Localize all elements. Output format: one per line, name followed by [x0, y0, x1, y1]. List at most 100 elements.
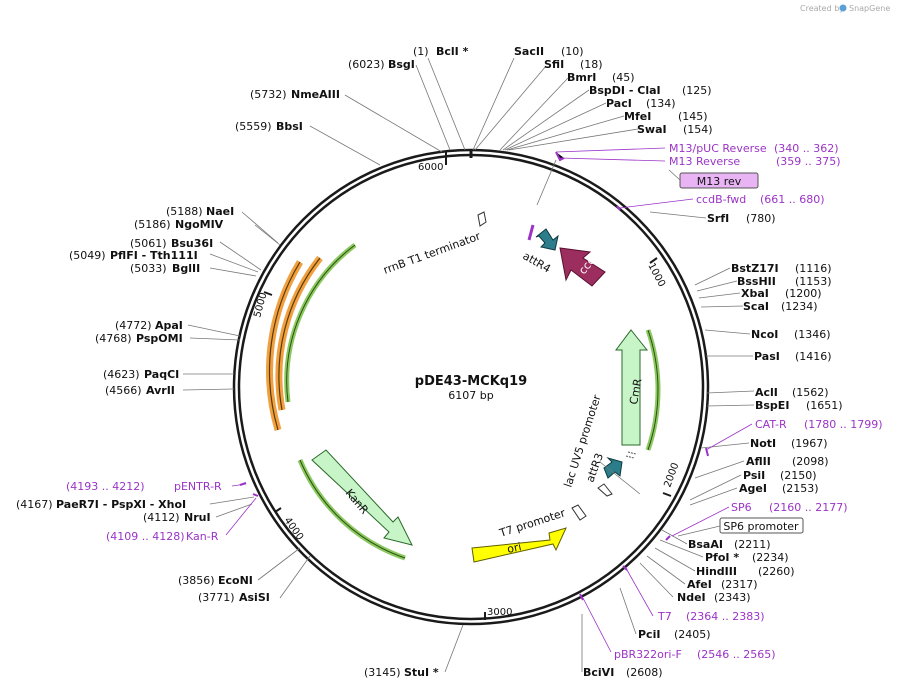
enzyme-name: NaeI: [206, 205, 234, 218]
enzyme-pos: (5188): [166, 205, 203, 218]
enzyme-name: BspDI - ClaI: [589, 84, 661, 97]
sp6-promoter-box: [719, 517, 804, 534]
enzyme-name: BmrI: [567, 71, 596, 84]
enzyme-pos: (18): [580, 58, 603, 71]
enzyme-name: XbaI: [741, 287, 769, 300]
leader-lines: [182, 57, 755, 673]
plasmid-name: pDE43-MCKq19: [415, 374, 527, 389]
enzyme-name: PsiI: [743, 469, 765, 482]
enzyme-pos: (780): [746, 212, 776, 225]
primer-range: (340 .. 362): [774, 142, 839, 155]
enzyme-name: BciVI: [583, 666, 614, 679]
enzyme-name: SfiI: [544, 58, 564, 71]
enzyme-pos: (145): [678, 110, 708, 123]
enzyme-name: MfeI: [624, 110, 651, 123]
enzyme-pos: (1): [413, 45, 429, 58]
enzyme-labels-right: SacII (10) SfiI (18) BmrI (45) BspDI - C…: [514, 45, 843, 679]
CmR-feature: [615, 329, 649, 446]
attR3-label: attR3: [584, 451, 606, 484]
primer-name: SP6: [731, 501, 752, 514]
primer-labels: M13/pUC Reverse (340 .. 362) M13 Reverse…: [66, 142, 883, 661]
enzyme-pos: (5559): [235, 120, 272, 133]
primer-range: (359 .. 375): [776, 155, 841, 168]
enzyme-pos: (4623): [103, 368, 140, 381]
enzyme-name: SwaI: [637, 123, 667, 136]
enzyme-pos: (1200): [785, 287, 822, 300]
primer-range: (661 .. 680): [760, 193, 825, 206]
enzyme-pos: (5049): [69, 249, 106, 262]
enzyme-name: Bsu36I: [171, 237, 213, 250]
enzyme-name: ApaI: [155, 319, 183, 332]
enzyme-name: BssHII: [737, 275, 776, 288]
enzyme-name: PciI: [638, 628, 660, 641]
enzyme-name: AflII: [746, 455, 771, 468]
enzyme-name: SrfI: [707, 212, 729, 225]
enzyme-pos: (3771): [198, 591, 235, 604]
enzyme-name: BsgI: [388, 58, 415, 71]
enzyme-name: BstZ17I: [731, 262, 779, 275]
enzyme-pos: (4112): [143, 511, 180, 524]
enzyme-name: NgoMIV: [175, 218, 224, 231]
primer-name: Kan-R: [186, 530, 219, 543]
enzyme-name: PfoI *: [705, 551, 739, 564]
credit-brand: SnapGene: [849, 4, 890, 13]
primer-name: pENTR-R: [174, 480, 222, 493]
enzyme-pos: (1234): [781, 300, 818, 313]
primer-range: (1780 .. 1799): [804, 418, 883, 431]
enzyme-pos: (1153): [795, 275, 832, 288]
ori-feature: [471, 527, 567, 563]
T7-promoter-feature: [571, 504, 587, 521]
primer-name: M13 Reverse: [669, 155, 740, 168]
enzyme-name: NotI: [750, 437, 776, 450]
feature-arcs: [266, 242, 661, 561]
enzyme-name: StuI *: [404, 666, 439, 679]
tick-5000: 5000: [252, 291, 269, 318]
enzyme-pos: (5732): [250, 88, 287, 101]
enzyme-pos: (2405): [674, 628, 711, 641]
enzyme-pos: (2234): [752, 551, 789, 564]
enzyme-pos: (1346): [794, 328, 831, 341]
enzyme-pos: (154): [683, 123, 713, 136]
primer-range: (2546 .. 2565): [697, 648, 776, 661]
enzyme-name: AfeI: [687, 578, 712, 591]
enzyme-name: AgeI: [739, 482, 767, 495]
primer-name: M13/pUC Reverse: [669, 142, 767, 155]
enzyme-name: PasI: [754, 350, 780, 363]
enzyme-name: PflFI - Tth111I: [110, 249, 198, 262]
primer-name: pBR322ori-F: [614, 648, 682, 661]
enzyme-pos: (2608): [626, 666, 663, 679]
enzyme-pos: (5061): [130, 237, 167, 250]
ccdB-feature: [559, 247, 606, 287]
attR3-feature: [603, 456, 623, 479]
lacUV5-feature: [597, 483, 613, 497]
enzyme-name: AvrII: [146, 384, 175, 397]
enzyme-name: PaeR7I - PspXI - XhoI: [56, 498, 186, 511]
tick-6000: 6000: [418, 162, 443, 173]
enzyme-pos: (1116): [795, 262, 832, 275]
primer-range: (4193 .. 4212): [66, 480, 145, 493]
primer-markers: [239, 151, 709, 601]
enzyme-pos: (134): [646, 97, 676, 110]
enzyme-name: NdeI: [677, 591, 706, 604]
enzyme-pos: (6023): [348, 58, 385, 71]
enzyme-pos: (2343): [714, 591, 751, 604]
primer-range: (4109 .. 4128): [106, 530, 185, 543]
enzyme-name: NmeAIII: [291, 88, 340, 101]
enzyme-pos: (1651): [806, 399, 843, 412]
enzyme-name: BspEI: [755, 399, 789, 412]
enzyme-name: NcoI: [751, 328, 778, 341]
attR4-label: attR4: [521, 249, 553, 275]
enzyme-name: HindIII: [696, 565, 737, 578]
enzyme-name: AclI: [755, 386, 778, 399]
KanR-feature: [311, 449, 413, 546]
CmR-label: CmR: [627, 377, 644, 405]
enzyme-pos: (1967): [791, 437, 828, 450]
enzyme-name: PspOMI: [136, 332, 183, 345]
enzyme-name: BglII: [172, 262, 200, 275]
tick-2000: 2000: [662, 461, 681, 489]
enzyme-pos: (2098): [792, 455, 829, 468]
rrnB-label: rrnB T1 terminator: [382, 229, 483, 276]
enzyme-pos: (1416): [795, 350, 832, 363]
m13-rev-label: M13 rev: [697, 175, 742, 188]
m13-rev-box: [679, 172, 759, 189]
